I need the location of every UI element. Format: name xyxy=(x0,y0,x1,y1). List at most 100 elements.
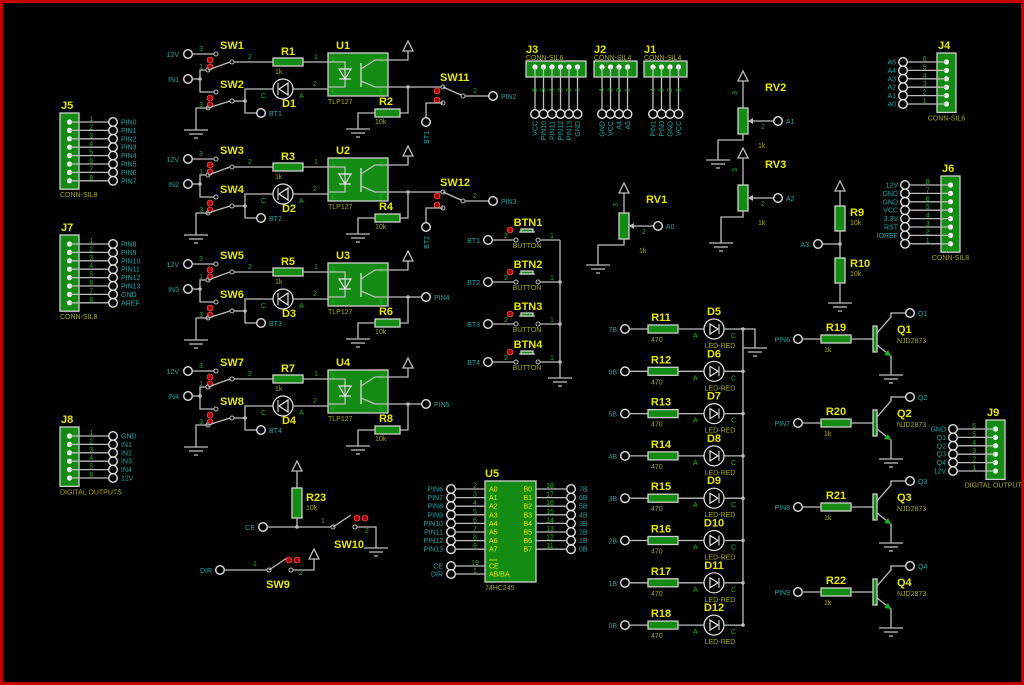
terminal-1[interactable] xyxy=(673,108,684,119)
terminal-4[interactable] xyxy=(107,264,118,275)
terminal-b[interactable] xyxy=(566,509,577,520)
button-plunger[interactable] xyxy=(520,312,534,317)
terminal-a[interactable] xyxy=(446,535,457,546)
terminal-led[interactable] xyxy=(620,366,631,377)
terminal-output[interactable] xyxy=(421,399,432,410)
terminal-input[interactable] xyxy=(182,178,193,189)
terminal-3[interactable] xyxy=(107,447,118,458)
terminal-2[interactable] xyxy=(107,439,118,450)
terminal-output[interactable] xyxy=(905,561,916,572)
divider-resistor-top[interactable] xyxy=(834,205,846,232)
terminal-2[interactable] xyxy=(900,188,911,199)
terminal-led[interactable] xyxy=(620,535,631,546)
switch-state-marker[interactable] xyxy=(506,226,514,234)
terminal-2[interactable] xyxy=(107,247,118,258)
terminal-4[interactable] xyxy=(898,82,909,93)
terminal-2[interactable] xyxy=(614,108,625,119)
transistor-npn[interactable] xyxy=(872,325,878,353)
divider-resistor-bottom[interactable] xyxy=(834,257,846,284)
terminal-bt[interactable] xyxy=(255,212,266,223)
terminal-6[interactable] xyxy=(530,108,541,119)
terminal-2[interactable] xyxy=(948,432,959,443)
terminal-output[interactable] xyxy=(905,476,916,487)
pulldown-resistor[interactable] xyxy=(374,213,401,223)
potentiometer[interactable] xyxy=(737,107,749,135)
switch-state-marker[interactable] xyxy=(293,556,301,564)
terminal-7[interactable] xyxy=(900,230,911,241)
pulldown-resistor[interactable] xyxy=(374,318,401,328)
switch-state-marker[interactable] xyxy=(285,556,293,564)
terminal-bt[interactable] xyxy=(421,221,432,232)
terminal-4[interactable] xyxy=(900,205,911,216)
terminal-output[interactable] xyxy=(905,392,916,403)
terminal-5[interactable] xyxy=(538,108,549,119)
terminal-3[interactable] xyxy=(656,108,667,119)
button-plunger[interactable] xyxy=(520,228,534,233)
led-resistor[interactable] xyxy=(647,493,679,503)
terminal-analog[interactable] xyxy=(813,238,824,249)
led-resistor[interactable] xyxy=(647,366,679,376)
terminal-4[interactable] xyxy=(107,142,118,153)
terminal-12v[interactable] xyxy=(182,366,193,377)
terminal-input[interactable] xyxy=(182,391,193,402)
terminal-3[interactable] xyxy=(107,255,118,266)
terminal-3[interactable] xyxy=(605,108,616,119)
switch-state-marker[interactable] xyxy=(361,514,369,522)
terminal-input[interactable] xyxy=(793,334,804,345)
led-resistor[interactable] xyxy=(647,620,679,630)
terminal-input[interactable] xyxy=(793,587,804,598)
terminal-2[interactable] xyxy=(564,108,575,119)
terminal-8[interactable] xyxy=(900,238,911,249)
terminal-output[interactable] xyxy=(488,195,499,206)
terminal-led[interactable] xyxy=(620,450,631,461)
terminal-1[interactable] xyxy=(900,179,911,190)
terminal-3[interactable] xyxy=(898,73,909,84)
terminal-led[interactable] xyxy=(620,493,631,504)
pulldown-resistor[interactable] xyxy=(374,425,401,435)
base-resistor[interactable] xyxy=(820,587,852,597)
terminal-3[interactable] xyxy=(900,196,911,207)
terminal-analog[interactable] xyxy=(773,192,784,203)
switch-state-marker[interactable] xyxy=(206,304,214,312)
switch-state-marker[interactable] xyxy=(206,373,214,381)
led-resistor[interactable] xyxy=(647,578,679,588)
button-plunger[interactable] xyxy=(520,270,534,275)
base-resistor[interactable] xyxy=(820,502,852,512)
terminal-4[interactable] xyxy=(547,108,558,119)
terminal-b[interactable] xyxy=(566,544,577,555)
switch-state-marker[interactable] xyxy=(433,192,441,200)
potentiometer[interactable] xyxy=(618,212,630,240)
terminal-a[interactable] xyxy=(446,501,457,512)
terminal-8[interactable] xyxy=(107,297,118,308)
terminal-1[interactable] xyxy=(107,431,118,442)
terminal-6[interactable] xyxy=(948,466,959,477)
terminal-bt[interactable] xyxy=(483,277,494,288)
terminal-b[interactable] xyxy=(566,535,577,546)
terminal-a[interactable] xyxy=(446,527,457,538)
input-resistor[interactable] xyxy=(272,267,304,277)
terminal-3[interactable] xyxy=(555,108,566,119)
terminal-1[interactable] xyxy=(948,424,959,435)
base-resistor[interactable] xyxy=(820,418,852,428)
terminal-led[interactable] xyxy=(620,408,631,419)
terminal-led[interactable] xyxy=(620,577,631,588)
terminal-b[interactable] xyxy=(566,527,577,538)
terminal-12v[interactable] xyxy=(182,259,193,270)
potentiometer[interactable] xyxy=(737,184,749,212)
terminal-4[interactable] xyxy=(648,108,659,119)
terminal-a[interactable] xyxy=(446,492,457,503)
terminal-b[interactable] xyxy=(566,484,577,495)
terminal-bt[interactable] xyxy=(483,357,494,368)
terminal-analog[interactable] xyxy=(773,115,784,126)
terminal-1[interactable] xyxy=(107,116,118,127)
terminal-1[interactable] xyxy=(898,57,909,68)
led-resistor[interactable] xyxy=(647,535,679,546)
terminal-b[interactable] xyxy=(566,492,577,503)
terminal-analog[interactable] xyxy=(653,220,664,231)
terminal-a[interactable] xyxy=(446,544,457,555)
terminal-3[interactable] xyxy=(948,440,959,451)
pullup-resistor[interactable] xyxy=(291,487,303,519)
led-resistor[interactable] xyxy=(647,324,679,334)
transistor-npn[interactable] xyxy=(872,578,878,606)
